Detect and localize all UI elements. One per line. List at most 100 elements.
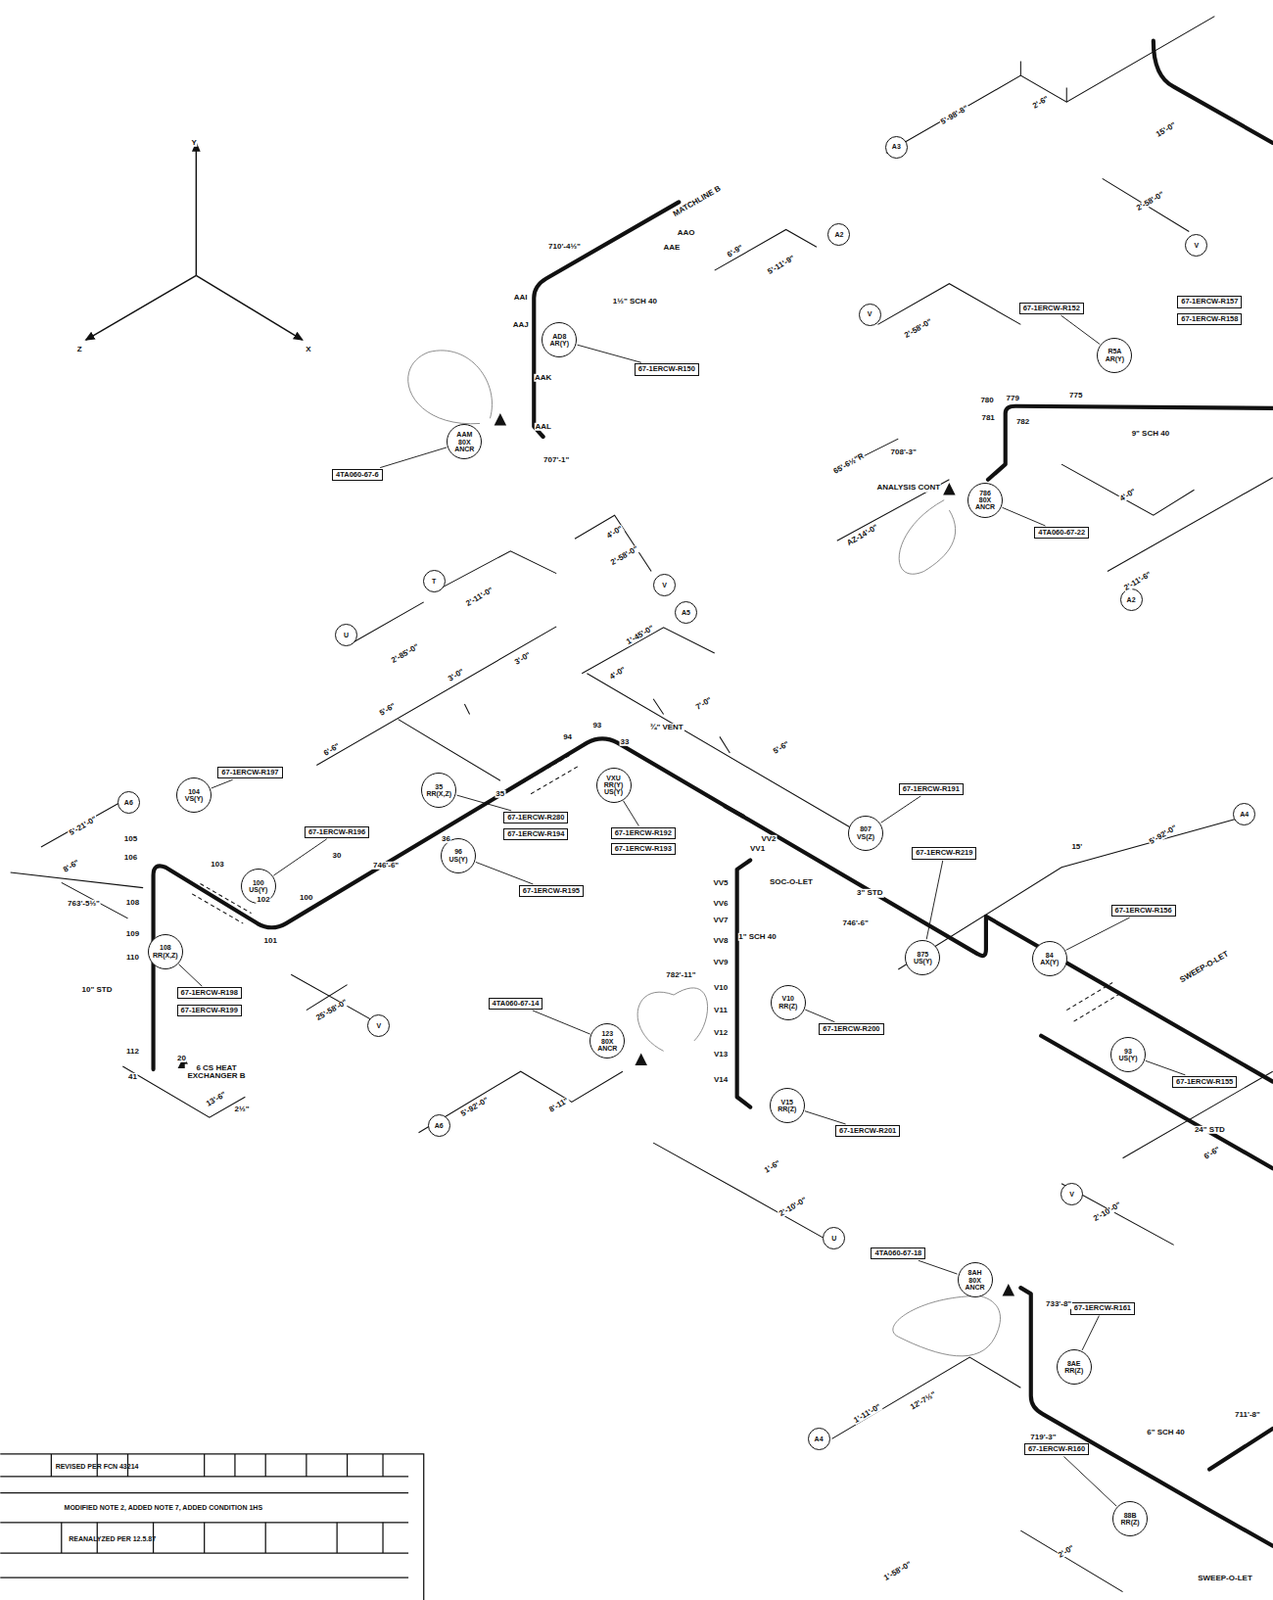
dimension-text: 5'-6" <box>377 701 399 718</box>
dimension-text: 4'-0" <box>1118 486 1139 504</box>
dimension-text: 3'-0" <box>512 651 533 668</box>
callout-text: US(Y) <box>1118 1054 1137 1062</box>
point-number: 779 <box>1004 393 1020 402</box>
dimension-text: 5'-21'-0" <box>67 815 100 840</box>
pipe-run-part <box>724 805 744 816</box>
point-number: AAE <box>662 243 682 252</box>
dimension-line-part <box>10 801 143 919</box>
callout-text: AX(Y) <box>1039 958 1059 966</box>
dimension-line-part <box>653 1142 827 1240</box>
dimension-line-part <box>1107 477 1273 572</box>
note-text: MATCHLINE B <box>670 185 723 221</box>
dimension-line-part <box>1061 464 1194 516</box>
dimension-text: 711'-8" <box>1233 1411 1262 1419</box>
callout-circle: 108RR(X,Z) <box>147 934 184 970</box>
point-number: VV5 <box>711 879 729 888</box>
hanger-tag: 4TA060-67-22 <box>1034 526 1089 539</box>
tag-text: 67-1ERCW-R157 <box>1180 297 1238 306</box>
tag-text: 4TA060-67-22 <box>1037 528 1085 537</box>
tag-text: 67-1ERCW-R150 <box>638 365 696 374</box>
callout-circle: 35RR(X,Z) <box>421 772 457 808</box>
sketch-outline-part <box>893 1295 1001 1356</box>
callout-text: 108 <box>159 943 172 951</box>
hanger-tag: 67-1ERCW-R152 <box>1019 302 1085 315</box>
dimension-text: 3'-0" <box>446 667 468 685</box>
point-number: VV6 <box>711 898 729 907</box>
hanger-tag: 67-1ERCW-R191 <box>898 783 964 796</box>
tag-text: 67-1ERCW-R161 <box>1074 1304 1132 1313</box>
dimension-line-part <box>352 602 425 644</box>
point-number: AAL <box>533 423 552 431</box>
dimension-text: 1½" SCH 40 <box>612 296 659 305</box>
point-number: V14 <box>712 1076 729 1085</box>
title-block-part <box>61 1522 383 1554</box>
dimension-text: 707'-1" <box>542 456 570 465</box>
dimension-line-part <box>1123 1071 1273 1159</box>
dimension-line-part <box>316 626 557 781</box>
dimension-text: 5'-11'-9" <box>764 253 797 277</box>
callout-text: T <box>431 577 436 585</box>
dimension-text: 12'-7½" <box>908 1390 940 1413</box>
leader-line <box>926 860 943 941</box>
hanger-tag: 67-1ERCW-R155 <box>1172 1076 1237 1088</box>
dimension-text: 2'-10'-0" <box>1091 1201 1125 1226</box>
callout-circle: 88BRR(Z) <box>1112 1501 1148 1537</box>
dimension-text: 24" STD <box>1193 1126 1226 1134</box>
callout-text: U <box>343 631 349 639</box>
title-block-part <box>50 1454 383 1477</box>
hanger-tag: 4TA060-67-18 <box>870 1247 926 1260</box>
dimension-text: 708'-3" <box>890 448 918 457</box>
hanger-tag: 67-1ERCW-R195 <box>518 885 584 897</box>
dimension-line-part <box>837 438 950 541</box>
pipe-run <box>153 41 1273 1547</box>
point-number: 36 <box>440 835 452 844</box>
callout-text: RR(Y) <box>604 781 623 789</box>
hanger-tag: 67-1ERCW-R158 <box>1177 313 1242 326</box>
dimension-text: 6" SCH 40 <box>1145 1427 1185 1436</box>
dimension-line-part <box>886 16 1216 154</box>
callout-text: RR(X,Z) <box>425 790 452 798</box>
point-number: 781 <box>980 414 995 423</box>
callout-text: 96 <box>454 848 463 855</box>
tag-text: 67-1ERCW-R156 <box>1115 906 1173 915</box>
point-number: VV9 <box>711 958 729 967</box>
dimension-text: 25'-58'-0" <box>314 997 350 1024</box>
dimension-text: 2½" <box>234 1105 251 1114</box>
dimension-text: 763'-5½" <box>66 898 101 907</box>
point-number: 33 <box>619 738 631 747</box>
hanger-tag: 67-1ERCW-R194 <box>503 828 568 841</box>
callout-text: 786 <box>979 489 991 497</box>
axis-triad-part <box>195 142 197 276</box>
callout-text: RR(X,Z) <box>152 951 179 959</box>
callout-text: US(Y) <box>449 855 469 863</box>
dimension-text: 2'-11'-0" <box>464 585 496 609</box>
tag-text: 4TA060-67-18 <box>874 1249 922 1258</box>
dimension-text: 9" SCH 40 <box>1131 429 1171 438</box>
dimension-text: 2'-58'-0" <box>1134 190 1168 215</box>
callout-text: 80X <box>979 496 991 504</box>
anchor-triangle-part <box>942 482 956 496</box>
point-number: 20 <box>176 1054 188 1063</box>
dimension-text: 782'-11" <box>664 970 697 979</box>
dimension-line-part <box>1020 1530 1123 1593</box>
callout-circle: U <box>822 1226 846 1250</box>
callout-text: 875 <box>917 950 930 958</box>
tag-text: 67-1ERCW-R198 <box>181 989 238 997</box>
callout-text: VS(Y) <box>185 795 204 802</box>
tag-text: 4TA060-67-6 <box>335 471 379 479</box>
callout-text: 807 <box>859 825 872 833</box>
dimension-text: 13'-6" <box>204 1089 230 1109</box>
dimension-line-part <box>877 283 1021 326</box>
pipe-run-part <box>1020 1287 1273 1547</box>
callout-circle: R5AAR(Y) <box>1096 337 1132 374</box>
dimension-line-part <box>586 673 857 833</box>
tag-text: 67-1ERCW-R280 <box>507 813 565 822</box>
point-number: 108 <box>125 897 141 906</box>
point-number: V12 <box>712 1029 729 1038</box>
point-number: VV7 <box>711 916 729 925</box>
point-number: 102 <box>255 895 271 904</box>
callout-circle: 8AH80XANCR <box>957 1262 993 1298</box>
note-text: SWEEP-O-LET <box>1196 1574 1254 1583</box>
dimension-line <box>10 16 1273 1593</box>
